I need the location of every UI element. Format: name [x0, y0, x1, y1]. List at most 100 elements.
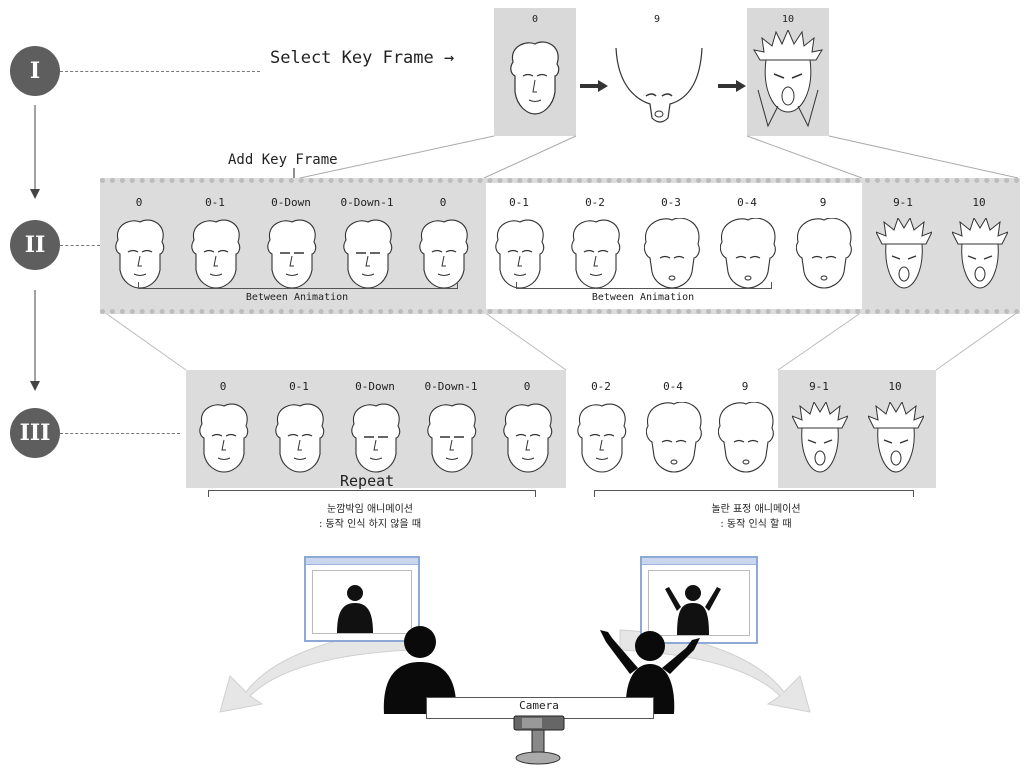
- stage-flow-arrows: [30, 105, 40, 391]
- row2-bracket-a: [138, 282, 458, 289]
- frame-label: 9: [741, 380, 749, 393]
- face-inflated-icon: [615, 47, 703, 123]
- frame-label: 0-Down-1: [424, 380, 478, 393]
- face-neutral-icon: [503, 403, 553, 473]
- screen-active: [640, 556, 758, 644]
- animation-frame: 9-1: [784, 380, 854, 473]
- stage-three-marker: III: [10, 408, 60, 458]
- face-neutral-icon: [577, 403, 627, 473]
- screen-idle-titlebar: [306, 558, 418, 565]
- animation-frame: 10: [944, 196, 1014, 289]
- blink-caption-line1: 눈깜박임 애니메이션: [327, 504, 413, 515]
- frame-label: 10: [972, 196, 986, 209]
- face-neutral-icon: [495, 219, 545, 289]
- camera-label: Camera: [519, 699, 559, 712]
- animation-frame: 0-1: [180, 196, 250, 289]
- silhouette-seated-icon: [337, 585, 373, 633]
- face-swell-icon: [718, 402, 774, 473]
- frame-label: 0-4: [663, 380, 683, 393]
- face-shocked-icon: [752, 30, 824, 128]
- add-key-frame-label: Add Key Frame: [228, 152, 338, 168]
- repeat-label: Repeat: [340, 472, 395, 490]
- surprise-caption-line2: : 동작 인식 할 때: [720, 519, 792, 530]
- animation-frame: 10: [860, 380, 930, 473]
- animation-frame: 0-1: [264, 380, 334, 473]
- face-swell-icon: [644, 218, 700, 289]
- screen-active-titlebar: [642, 558, 756, 565]
- face-blink-icon: [343, 219, 393, 289]
- frame-label: 9-1: [809, 380, 829, 393]
- animation-frame: 0-4: [638, 380, 708, 473]
- stage-two-label: II: [24, 232, 46, 258]
- face-shock-icon: [952, 218, 1008, 289]
- frame-label: 0-3: [661, 196, 681, 209]
- animation-frame: 0: [188, 380, 258, 473]
- frame-label: 0-1: [289, 380, 309, 393]
- silhouette-hands-up-icon: [665, 585, 721, 635]
- animation-frame: 0-Down: [340, 380, 410, 473]
- animation-frame: 0-Down: [256, 196, 326, 289]
- animation-frame: 0-2: [566, 380, 636, 473]
- key-frame-0-label: 0: [531, 14, 539, 25]
- face-neutral-icon: [275, 403, 325, 473]
- frame-label: 9: [819, 196, 827, 209]
- blink-caption: 눈깜박임 애니메이션 : 동작 인식 할 때 : 동작 인식 하지 않을 때: [270, 502, 470, 532]
- face-shock-icon: [792, 402, 848, 473]
- camera-icon: [513, 715, 565, 765]
- frame-label: 0: [135, 196, 143, 209]
- animation-frame: 0: [492, 380, 562, 473]
- animation-frame: 0-3: [636, 196, 706, 289]
- row3-bracket-right: [594, 490, 914, 497]
- animation-frame: 9: [788, 196, 858, 289]
- screen-active-view: [648, 570, 750, 636]
- face-swell-icon: [796, 218, 852, 289]
- face-shock-icon: [876, 218, 932, 289]
- between-animation-label: Between Animation: [245, 292, 349, 303]
- frame-label: 10: [888, 380, 902, 393]
- animation-frame: 0-4: [712, 196, 782, 289]
- frame-label: 0-Down: [271, 196, 311, 209]
- stage-two-marker: II: [10, 220, 60, 270]
- face-swell-icon: [720, 218, 776, 289]
- face-neutral-icon: [191, 219, 241, 289]
- animation-frame: 0: [104, 196, 174, 289]
- screen-idle: [304, 556, 420, 642]
- face-neutral-icon: [115, 219, 165, 289]
- between-animation-label: Between Animation: [591, 292, 695, 303]
- animation-frame: 0-Down-1: [332, 196, 402, 289]
- frame-label: 9-1: [893, 196, 913, 209]
- face-blink-icon: [351, 403, 401, 473]
- surprise-caption-line1: 놀란 표정 애니메이션: [711, 504, 801, 515]
- stage-one-dashline: [60, 71, 260, 72]
- frame-label: 0-4: [737, 196, 757, 209]
- key-frame-9-label: 9: [653, 14, 661, 25]
- stage-three-dashline: [60, 433, 180, 434]
- face-blink-icon: [267, 219, 317, 289]
- screen-idle-view: [312, 570, 412, 634]
- frame-label: 0: [439, 196, 447, 209]
- stage-two-dashline: [60, 245, 100, 246]
- face-neutral-icon: [571, 219, 621, 289]
- frame-label: 0: [219, 380, 227, 393]
- key-frame-10-label: 10: [781, 14, 795, 25]
- frame-label: 0-Down-1: [340, 196, 394, 209]
- face-blink-icon: [427, 403, 477, 473]
- animation-frame: 0-1: [484, 196, 554, 289]
- frame-label: 0-1: [205, 196, 225, 209]
- face-neutral-icon: [419, 219, 469, 289]
- animation-frame: 0: [408, 196, 478, 289]
- stage-one-marker: I: [10, 46, 60, 96]
- frame-label: 0-2: [585, 196, 605, 209]
- stage-one-label: I: [29, 58, 41, 84]
- frame-label: 0-2: [591, 380, 611, 393]
- row2-bracket-b: [516, 282, 772, 289]
- animation-frame: 0-2: [560, 196, 630, 289]
- row3-bracket-left: [208, 490, 536, 497]
- animation-frame: 9-1: [868, 196, 938, 289]
- stage-three-label: III: [19, 420, 51, 446]
- surprise-caption: 놀란 표정 애니메이션 : 동작 인식 할 때: [656, 502, 856, 532]
- animation-frame: 0-Down-1: [416, 380, 486, 473]
- arrow-right-icon: [718, 80, 746, 92]
- frame-label: 0-1: [509, 196, 529, 209]
